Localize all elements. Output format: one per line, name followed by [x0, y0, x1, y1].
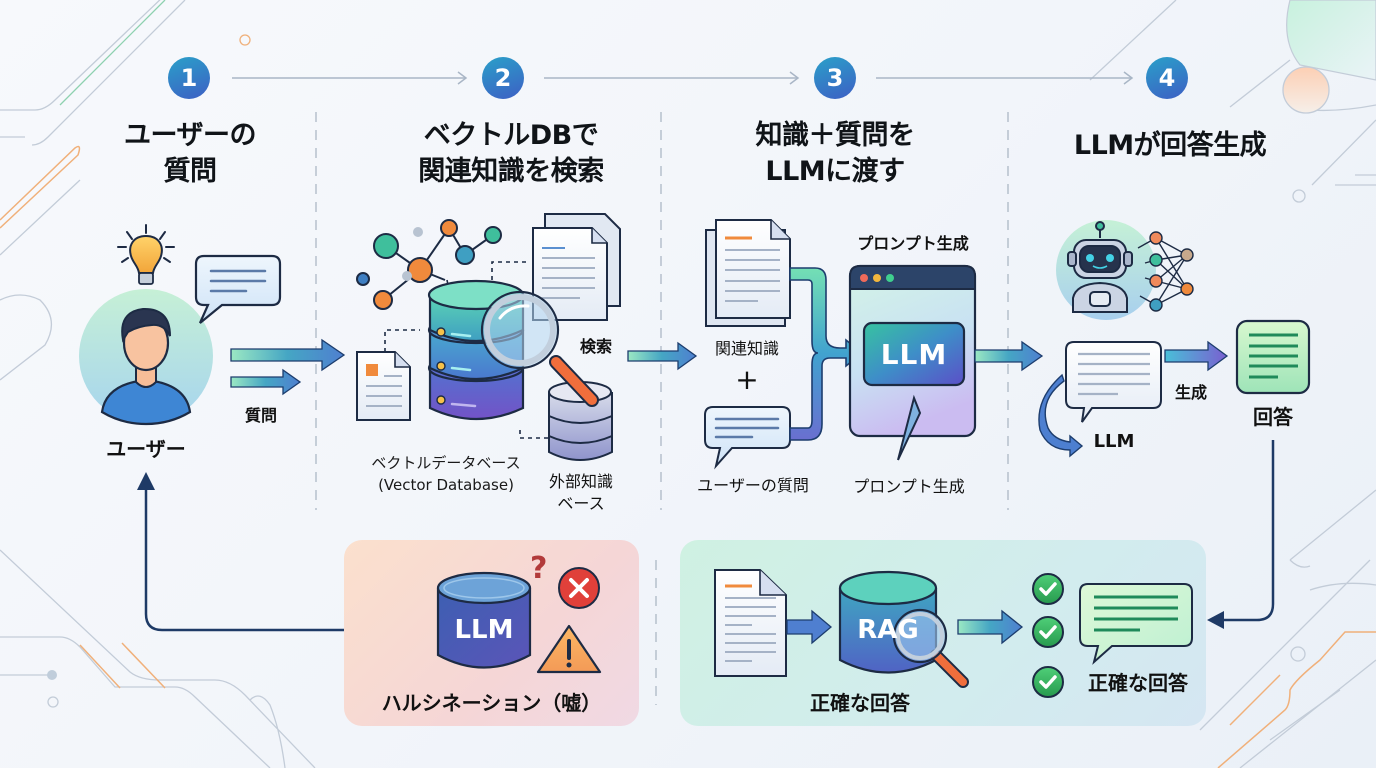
step-3-number: 3 — [826, 64, 844, 92]
user-icon — [100, 307, 192, 426]
search-label: 検索 — [579, 337, 612, 356]
step-1-title: ユーザーの 質問 — [124, 120, 256, 187]
related-knowledge-document-icon — [705, 219, 791, 327]
question-mark-icon: ? — [530, 551, 547, 586]
neural-network-icon — [1137, 231, 1194, 312]
vector-network-icon — [356, 219, 502, 310]
step-1-badge: 1 — [168, 57, 210, 99]
documents-stack-icon — [532, 213, 621, 321]
llm-label: LLM — [1093, 431, 1135, 452]
external-knowledge-base-label: 外部知識 ベース — [548, 472, 613, 513]
rag-output-arrow — [957, 609, 1024, 645]
llm-badge: LLM — [880, 338, 948, 371]
question-arrow-label: 質問 — [244, 406, 277, 425]
rag-magnifier-icon — [892, 608, 969, 688]
step-4-badge: 4 — [1146, 57, 1188, 99]
step-2-number: 2 — [494, 64, 512, 92]
generate-arrow-icon — [1164, 340, 1229, 372]
accurate-answer-bubble-icon — [1079, 583, 1193, 665]
arrow-to-step-3 — [627, 341, 698, 371]
document-icon — [356, 351, 411, 421]
answer-document-icon — [1235, 319, 1311, 395]
step-2-title: ベクトルDBで 関連知識を検索 — [418, 120, 604, 187]
hallucination-caption: ハルシネーション（嘘） — [381, 691, 602, 715]
vector-database-label: ベクトルデータベース (Vector Database) — [371, 454, 521, 494]
user-label: ユーザー — [106, 437, 186, 461]
rag-caption-left: 正確な回答 — [810, 691, 910, 715]
magnifier-icon — [480, 290, 599, 407]
step-4-number: 4 — [1158, 64, 1176, 92]
rag-cylinder-label: RAG — [857, 615, 919, 645]
step-3-title: 知識＋質問を LLMに渡す — [755, 120, 916, 187]
prompt-generation-bottom-label: プロンプト生成 — [853, 477, 965, 496]
rag-caption-right: 正確な回答 — [1088, 671, 1188, 695]
rag-document-icon — [714, 569, 787, 677]
llm-cylinder-icon — [436, 571, 532, 669]
user-question-label: ユーザーの質問 — [697, 476, 809, 495]
check-icons — [1032, 573, 1064, 698]
rag-input-arrow — [786, 609, 833, 645]
related-knowledge-label: 関連知識 — [714, 339, 779, 358]
arrow-to-step-4 — [974, 340, 1044, 372]
question-arrows-icon — [230, 338, 346, 396]
plus-sign: + — [735, 363, 759, 396]
prompt-generation-top-label: プロンプト生成 — [857, 234, 969, 253]
lightbulb-icon — [117, 224, 175, 285]
prompt-window-icon — [848, 264, 977, 461]
error-x-icon — [558, 567, 600, 609]
llm-cylinder-label: LLM — [454, 615, 514, 645]
answer-label: 回答 — [1253, 405, 1293, 429]
step-1-number: 1 — [180, 64, 198, 92]
step-4-title: LLMが回答生成 — [1073, 130, 1267, 161]
generate-label: 生成 — [1174, 383, 1207, 402]
robot-icon — [1067, 221, 1133, 313]
merge-pipes-icon — [789, 267, 864, 441]
warning-icon — [536, 624, 602, 674]
user-question-bubble-icon — [704, 406, 791, 470]
step-2-badge: 2 — [482, 57, 524, 99]
answer-return-arrow — [1222, 440, 1275, 622]
curved-arrow-icon — [1038, 373, 1084, 458]
llm-output-bubble-icon — [1065, 341, 1162, 423]
step-3-badge: 3 — [814, 57, 856, 99]
question-speech-bubble-icon — [194, 254, 282, 324]
